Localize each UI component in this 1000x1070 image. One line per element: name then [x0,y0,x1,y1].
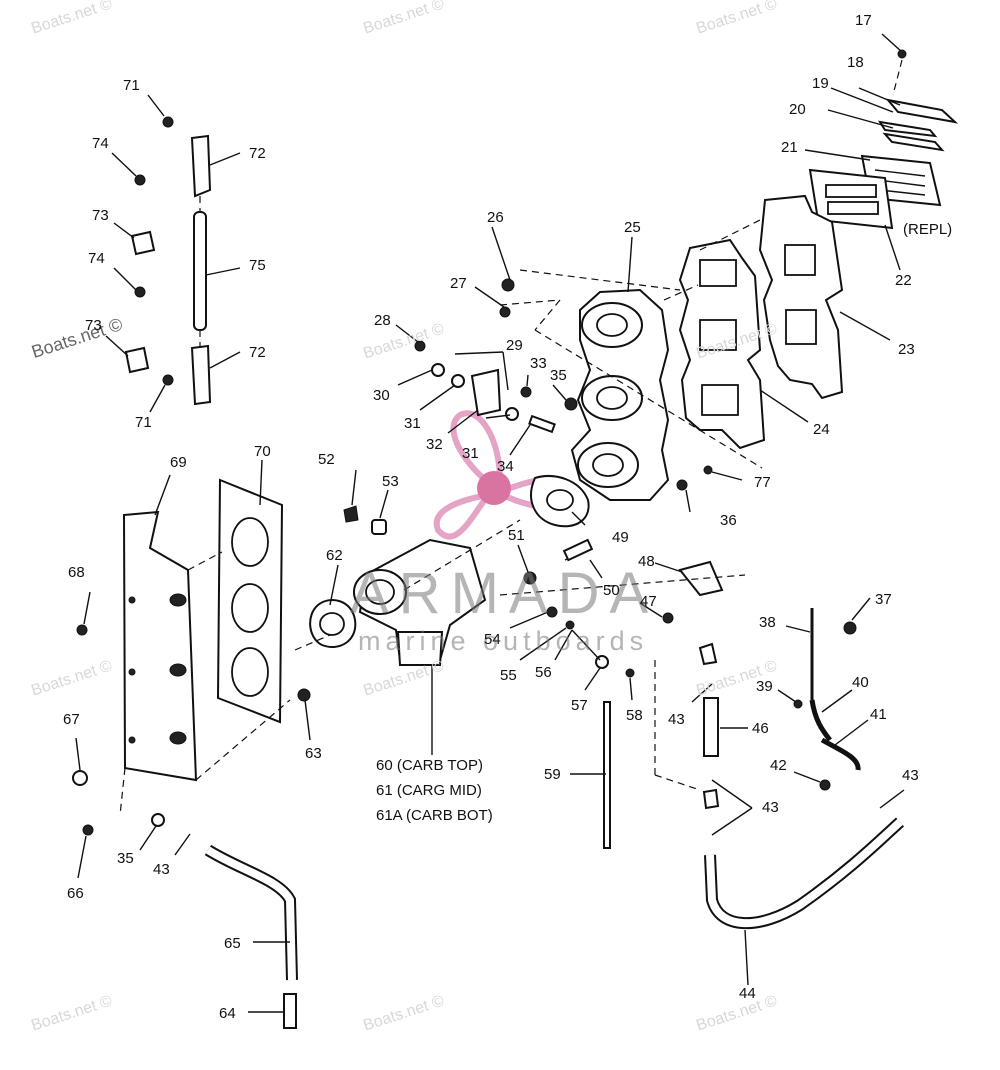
gasket-49 [530,475,590,528]
callout-46: 46 [752,720,769,737]
brand-tagline: marine outboards [358,626,649,656]
callout-39: 39 [756,678,773,695]
callout-65: 65 [224,935,241,952]
callout-71a: 71 [123,77,140,94]
callout-52: 52 [318,451,335,468]
carb-label-mid: 61 (CARG MID) [376,782,482,799]
callout-38: 38 [759,614,776,631]
fuel-parts [204,608,905,1029]
callout-73a: 73 [92,207,109,224]
callout-72a: 72 [249,145,266,162]
callout-58: 58 [626,707,643,724]
gasket-23 [758,194,844,400]
callout-35a: 35 [550,367,567,384]
callout-36: 36 [720,512,737,529]
callout-56: 56 [535,664,552,681]
callout-34: 34 [497,458,514,475]
reed-assembly [808,33,959,230]
callout-63: 63 [305,745,322,762]
callout-repl: (REPL) [903,221,953,238]
gasket-70 [216,478,284,724]
callout-42: 42 [770,757,787,774]
callout-57: 57 [571,697,588,714]
intake-cover [122,510,198,782]
callout-22: 22 [895,272,912,289]
callout-40: 40 [852,674,869,691]
callout-64: 64 [219,1005,236,1022]
callout-29: 29 [506,337,523,354]
callout-33: 33 [530,355,547,372]
callout-35b: 35 [117,850,134,867]
callout-26: 26 [487,209,504,226]
callout-70: 70 [254,443,271,460]
callout-19: 19 [812,75,829,92]
callout-77: 77 [754,474,771,491]
callout-47: 47 [640,593,657,610]
carb-label-bot: 61A (CARB BOT) [376,807,493,824]
gasket-24 [678,238,766,450]
callout-20: 20 [789,101,806,118]
callout-53: 53 [382,473,399,490]
callout-49: 49 [612,529,629,546]
callout-37: 37 [875,591,892,608]
callout-75: 75 [249,257,266,274]
callout-68: 68 [68,564,85,581]
brand-name: ARMADA [350,561,659,626]
callout-43a: 43 [668,711,685,728]
callout-43d: 43 [902,767,919,784]
throttle-linkage [124,116,212,406]
callout-32: 32 [426,436,443,453]
callout-71b: 71 [135,414,152,431]
callout-28: 28 [374,312,391,329]
leader-lines [75,87,905,1013]
intake-manifold [570,288,670,501]
callout-74a: 74 [92,135,109,152]
callout-69: 69 [170,454,187,471]
callout-31b: 31 [462,445,479,462]
callout-21: 21 [781,139,798,156]
callout-62: 62 [326,547,343,564]
callout-31a: 31 [404,415,421,432]
callout-55: 55 [500,667,517,684]
callout-17: 17 [855,12,872,29]
carb-label-top: 60 (CARB TOP) [376,757,483,774]
callout-30: 30 [373,387,390,404]
callout-18: 18 [847,54,864,71]
callout-43c: 43 [762,799,779,816]
callout-50: 50 [603,582,620,599]
callout-51: 51 [508,527,525,544]
callout-23: 23 [898,341,915,358]
callout-67: 67 [63,711,80,728]
small-parts [72,278,724,836]
callout-66: 66 [67,885,84,902]
callout-54: 54 [484,631,501,648]
callout-44: 44 [739,985,756,1002]
callout-59: 59 [544,766,561,783]
callout-41: 41 [870,706,887,723]
callout-74b: 74 [88,250,105,267]
callout-48: 48 [638,553,655,570]
assembly-lines [294,219,763,791]
callout-24: 24 [813,421,830,438]
callout-25: 25 [624,219,641,236]
callout-43b: 43 [153,861,170,878]
callout-72b: 72 [249,344,266,361]
callout-27: 27 [450,275,467,292]
callout-73b: 73 [85,317,102,334]
carburetor [309,538,487,666]
